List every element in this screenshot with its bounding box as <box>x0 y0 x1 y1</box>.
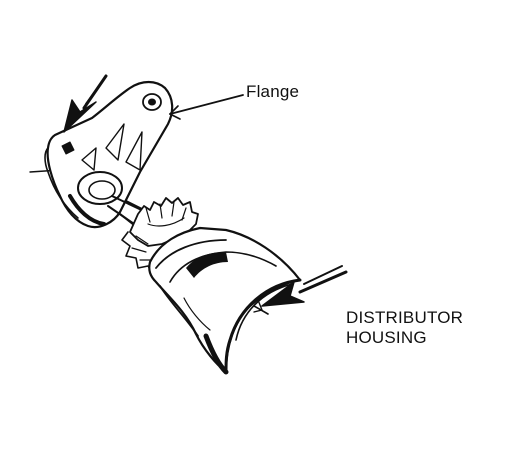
distributor-housing <box>148 226 302 375</box>
housing-label-line-2: HOUSING <box>346 327 427 347</box>
distributor-housing-label: DISTRIBUTOR HOUSING <box>346 308 463 347</box>
flange-label: Flange <box>246 82 300 101</box>
flange-ear-arrow <box>63 74 108 133</box>
housing-arrow <box>261 265 348 307</box>
flange-leader-line <box>169 94 244 120</box>
flange <box>44 80 174 229</box>
housing-label-line-1: DISTRIBUTOR <box>346 308 464 327</box>
